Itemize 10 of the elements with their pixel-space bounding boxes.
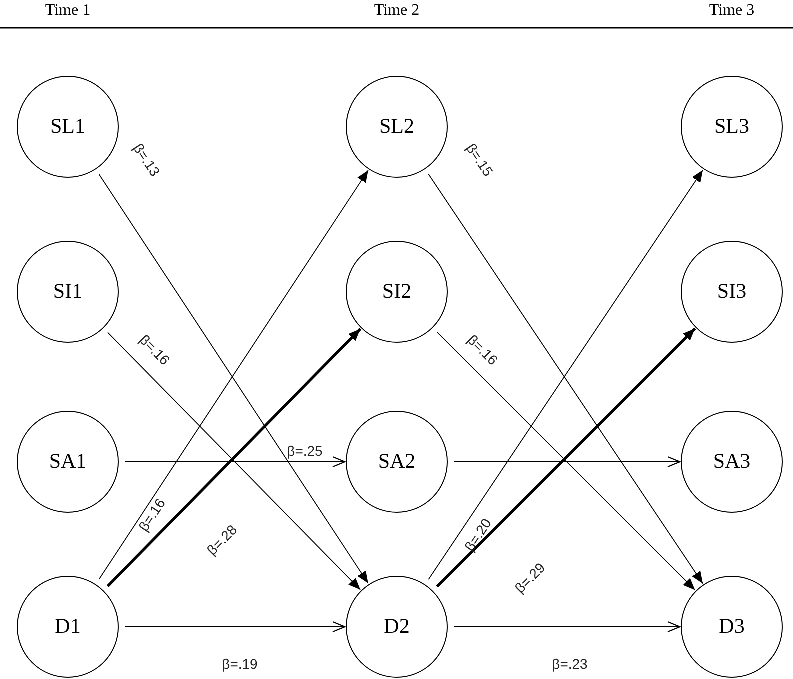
- edge-label: β=.25: [287, 444, 323, 458]
- time-heading: Time 2: [374, 3, 420, 19]
- arrow: [125, 621, 346, 633]
- arrow: [454, 456, 681, 468]
- arrow: [125, 456, 346, 468]
- time-heading: Time 1: [45, 3, 91, 19]
- edge-label: β=.19: [222, 657, 258, 671]
- arrow: [454, 621, 681, 633]
- time-heading: Time 3: [709, 3, 755, 19]
- edge-label: β=.23: [552, 657, 588, 671]
